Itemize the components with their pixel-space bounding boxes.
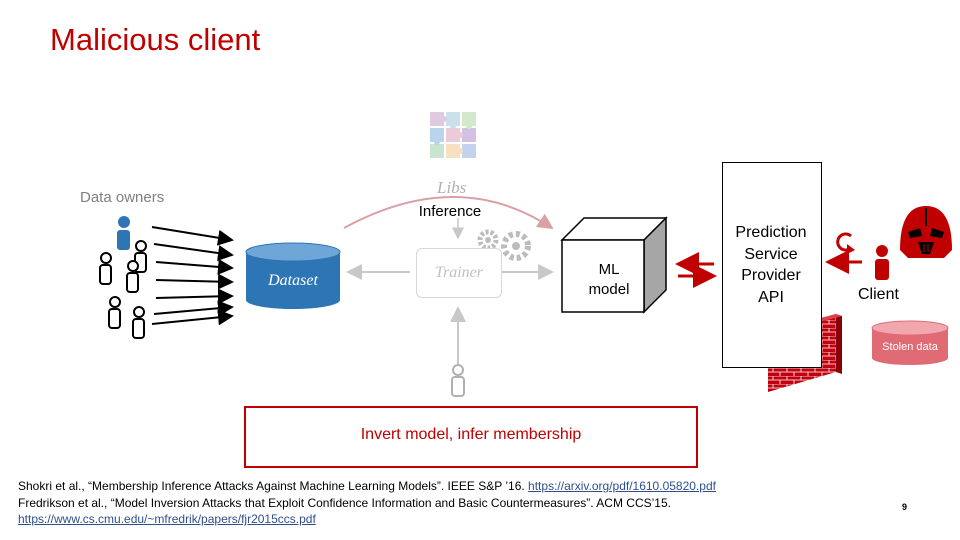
trainer-box: Trainer xyxy=(416,248,502,298)
reference-2: Fredrikson et al., “Model Inversion Atta… xyxy=(18,495,878,512)
engineer-figure xyxy=(451,364,465,397)
ml-model-label: ML model xyxy=(562,260,656,300)
stolen-data-cylinder xyxy=(871,320,949,365)
psp-line2: Service xyxy=(744,245,798,263)
psp-line1: Prediction xyxy=(735,224,807,241)
attack-label: Invert model, infer membership xyxy=(360,426,582,443)
stolen-data-label: Stolen data xyxy=(882,341,938,353)
ml-model-cube xyxy=(560,216,668,314)
prediction-api-label: Prediction Service Provider API xyxy=(722,222,820,308)
reference-1: Shokri et al., “Membership Inference Att… xyxy=(18,478,878,495)
inference-arc xyxy=(343,196,554,230)
psp-line4: API xyxy=(758,288,784,306)
dataset-cylinder xyxy=(245,242,341,309)
reference-1-text: Shokri et al., “Membership Inference Att… xyxy=(18,479,525,493)
data-owners-group xyxy=(99,216,147,339)
reference-2-link[interactable]: https://www.cs.cmu.edu/~mfredrik/papers/… xyxy=(18,512,316,526)
dataset-label: Dataset xyxy=(268,272,318,289)
trainer-label: Trainer xyxy=(434,264,483,281)
refresh-arrow-head-icon xyxy=(847,244,855,254)
page-number: 9 xyxy=(902,502,908,512)
reference-2-link-row: https://www.cs.cmu.edu/~mfredrik/papers/… xyxy=(18,511,878,528)
ml-model-label-line2: model xyxy=(588,281,630,298)
inference-label: Inference xyxy=(418,203,482,220)
libs-label: Libs xyxy=(437,178,467,197)
darth-helmet-icon xyxy=(900,206,952,258)
owner-arrows xyxy=(151,226,234,326)
reference-1-link[interactable]: https://arxiv.org/pdf/1610.05820.pdf xyxy=(528,479,716,493)
reference-2-text: Fredrikson et al., “Model Inversion Atta… xyxy=(18,495,671,510)
psp-line3: Provider xyxy=(741,267,801,284)
refresh-icon xyxy=(836,232,852,252)
prediction-api-box xyxy=(722,162,822,368)
slide-title: Malicious client xyxy=(50,22,261,57)
data-owners-label: Data owners xyxy=(80,189,165,206)
owner-figure xyxy=(99,240,147,339)
references: Shokri et al., “Membership Inference Att… xyxy=(18,478,878,528)
client-figure xyxy=(875,245,889,280)
client-label: Client xyxy=(858,286,899,303)
attack-box xyxy=(244,406,698,468)
puzzle-icon xyxy=(430,112,476,158)
owner-figure-blue xyxy=(117,216,130,250)
ml-model-label-line1: ML xyxy=(598,261,620,278)
